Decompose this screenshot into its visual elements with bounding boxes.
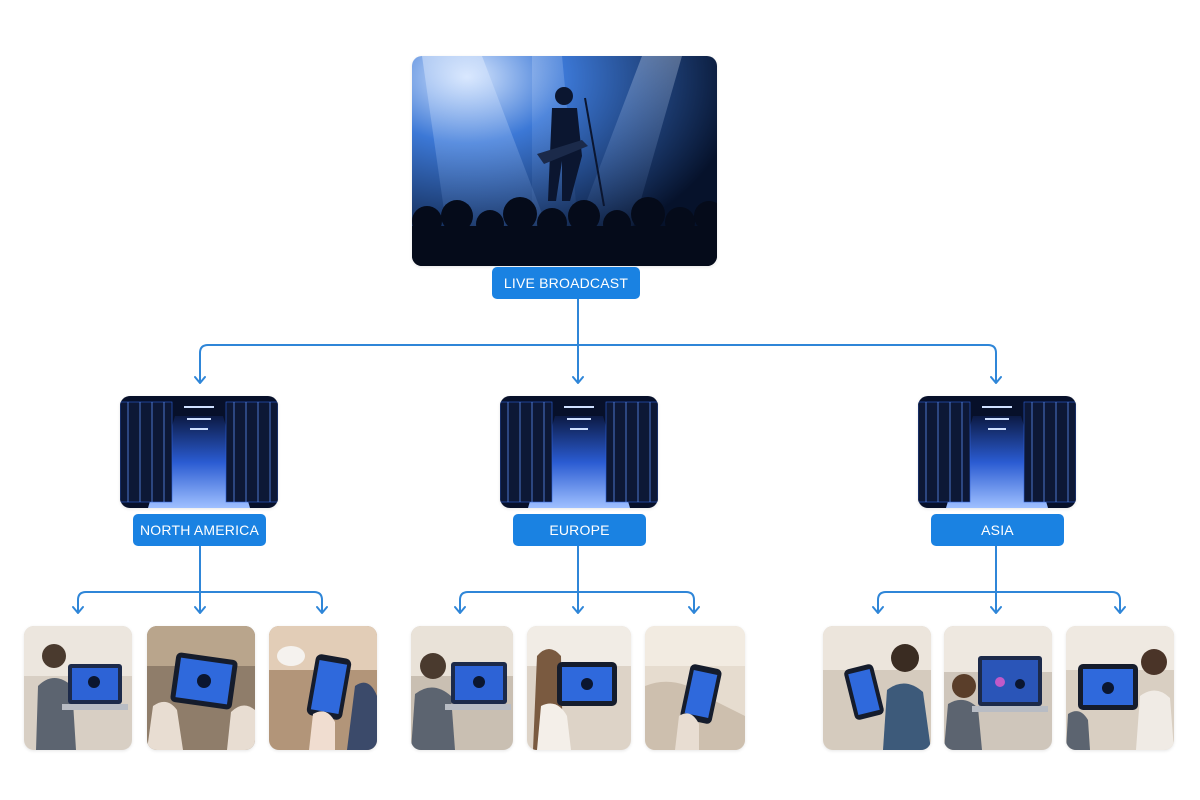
viewer-phone-image — [645, 626, 745, 750]
label-north-america: NORTH AMERICA — [133, 514, 266, 546]
viewer-laptop-image — [24, 626, 132, 750]
viewer-laptop-image — [944, 626, 1052, 750]
viewer-phone-image — [269, 626, 377, 750]
datacenter-image-asia — [918, 396, 1076, 508]
datacenter-image-europe — [500, 396, 658, 508]
viewer-tablet-image — [147, 626, 255, 750]
datacenter-image-north-america — [120, 396, 278, 508]
viewer-phone-image — [823, 626, 931, 750]
viewer-tablet-image — [527, 626, 631, 750]
label-europe: EUROPE — [513, 514, 646, 546]
viewer-laptop-image — [411, 626, 513, 750]
concert-image — [412, 56, 717, 266]
connector-source-bus — [199, 344, 1002, 384]
label-live-broadcast: LIVE BROADCAST — [492, 267, 640, 299]
viewer-tablet-image — [1066, 626, 1174, 750]
label-asia: ASIA — [931, 514, 1064, 546]
connector-asia-bus — [877, 591, 1126, 614]
